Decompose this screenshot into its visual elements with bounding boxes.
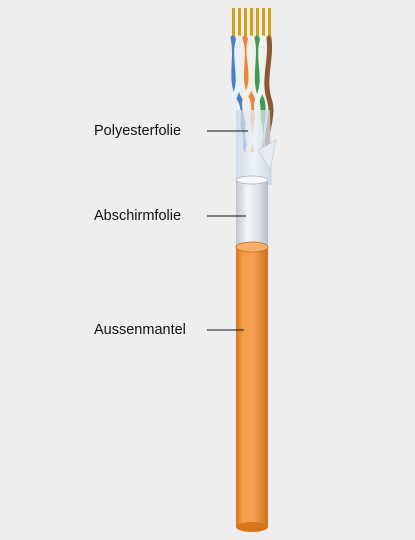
twisted-pairs — [230, 35, 274, 153]
label-polyesterfolie: Polyesterfolie — [94, 123, 182, 139]
label-aussenmantel: Aussenmantel — [94, 322, 186, 338]
label-abschirmfolie: Abschirmfolie — [94, 208, 182, 224]
outer-jacket — [235, 241, 269, 532]
shield-foil — [235, 175, 269, 246]
polyester-foil — [236, 110, 277, 185]
conductor-tips — [232, 8, 271, 36]
